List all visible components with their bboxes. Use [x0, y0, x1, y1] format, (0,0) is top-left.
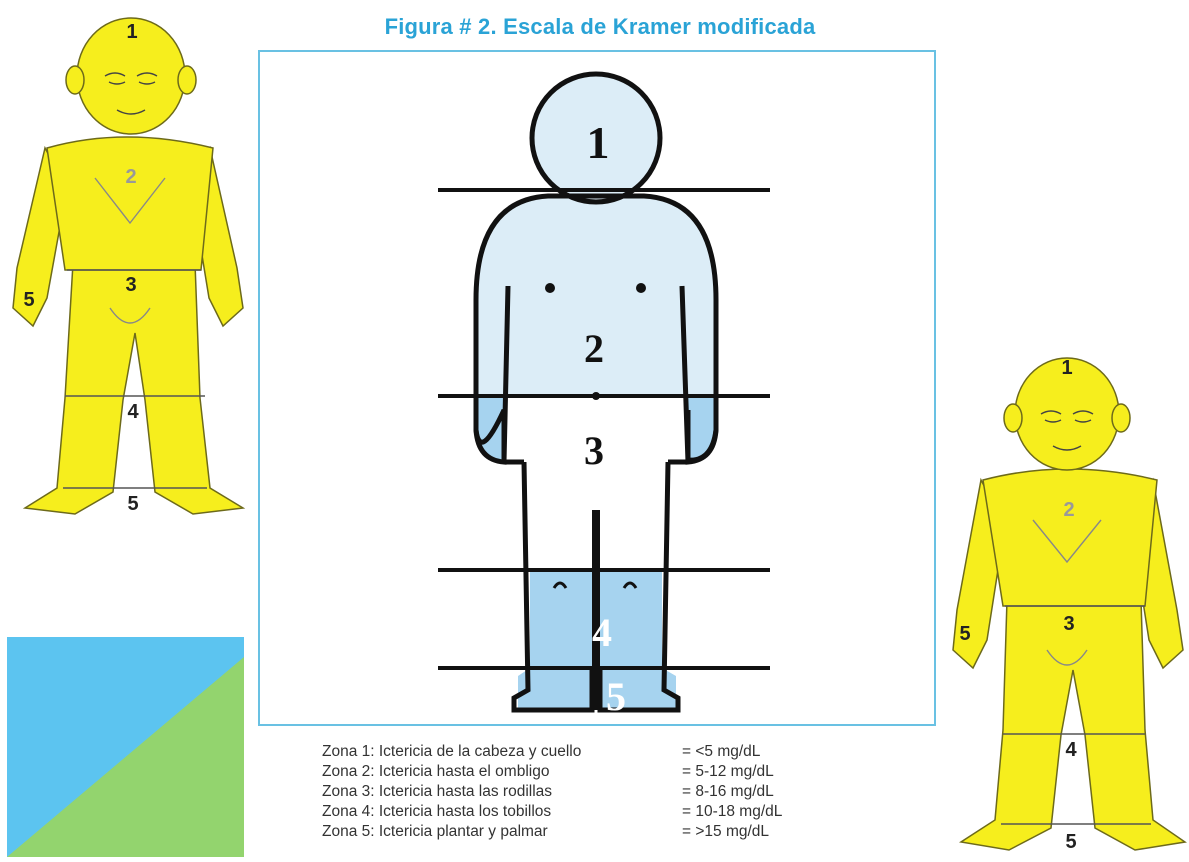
legend-row: Zona 2: Ictericia hasta el ombligo = 5-1…	[322, 762, 832, 782]
right-nipple-dot	[636, 283, 646, 293]
diagram-zone-2-label: 2	[584, 326, 604, 371]
legend-row: Zona 3: Ictericia hasta las rodillas = 8…	[322, 782, 832, 802]
right-baby-zone-5-hand: 5	[959, 623, 970, 645]
legend-zone-value: = 10-18 mg/dL	[682, 802, 832, 822]
right-baby-zone-3: 3	[1063, 613, 1074, 635]
left-baby-illustration: 1 2 3 4 5 5	[5, 8, 250, 528]
legend-row: Zona 1: Ictericia de la cabeza y cuello …	[322, 742, 832, 762]
right-baby-zone-5: 5	[1065, 831, 1076, 853]
zone-legend: Zona 1: Ictericia de la cabeza y cuello …	[322, 742, 832, 842]
kramer-body-diagram: 1 2 3 4 5	[258, 50, 936, 726]
legend-zone-label: Zona 5: Ictericia plantar y palmar	[322, 822, 682, 842]
left-baby-zone-5: 5	[127, 493, 138, 515]
legend-row: Zona 5: Ictericia plantar y palmar = >15…	[322, 822, 832, 842]
legend-zone-value: = 5-12 mg/dL	[682, 762, 832, 782]
left-baby-zone-5-hand: 5	[23, 289, 34, 311]
decorative-corner-graphic	[7, 637, 244, 857]
legend-zone-label: Zona 3: Ictericia hasta las rodillas	[322, 782, 682, 802]
diagram-zone-1-label: 1	[587, 117, 610, 168]
diagram-zone-5-label: 5	[606, 674, 626, 719]
legend-zone-value: = >15 mg/dL	[682, 822, 832, 842]
right-baby-zone-1: 1	[1061, 357, 1072, 379]
left-baby-zone-3: 3	[125, 274, 136, 296]
diagram-zone-4-label: 4	[592, 610, 612, 655]
diagram-zone-3-label: 3	[584, 428, 604, 473]
legend-zone-value: = 8-16 mg/dL	[682, 782, 832, 802]
right-baby-illustration: 1 2 3 4 5 5	[945, 350, 1189, 862]
legend-zone-label: Zona 1: Ictericia de la cabeza y cuello	[322, 742, 682, 762]
legend-zone-label: Zona 4: Ictericia hasta los tobillos	[322, 802, 682, 822]
legend-zone-value: = <5 mg/dL	[682, 742, 832, 762]
legend-zone-label: Zona 2: Ictericia hasta el ombligo	[322, 762, 682, 782]
left-baby-zone-2: 2	[125, 166, 136, 188]
left-baby-zone-4: 4	[127, 401, 139, 423]
legend-row: Zona 4: Ictericia hasta los tobillos = 1…	[322, 802, 832, 822]
right-baby-zone-2: 2	[1063, 499, 1074, 521]
figure-title: Figura # 2. Escala de Kramer modificada	[260, 14, 940, 40]
left-nipple-dot	[545, 283, 555, 293]
left-baby-zone-1: 1	[126, 21, 137, 43]
right-baby-zone-4: 4	[1065, 739, 1077, 761]
